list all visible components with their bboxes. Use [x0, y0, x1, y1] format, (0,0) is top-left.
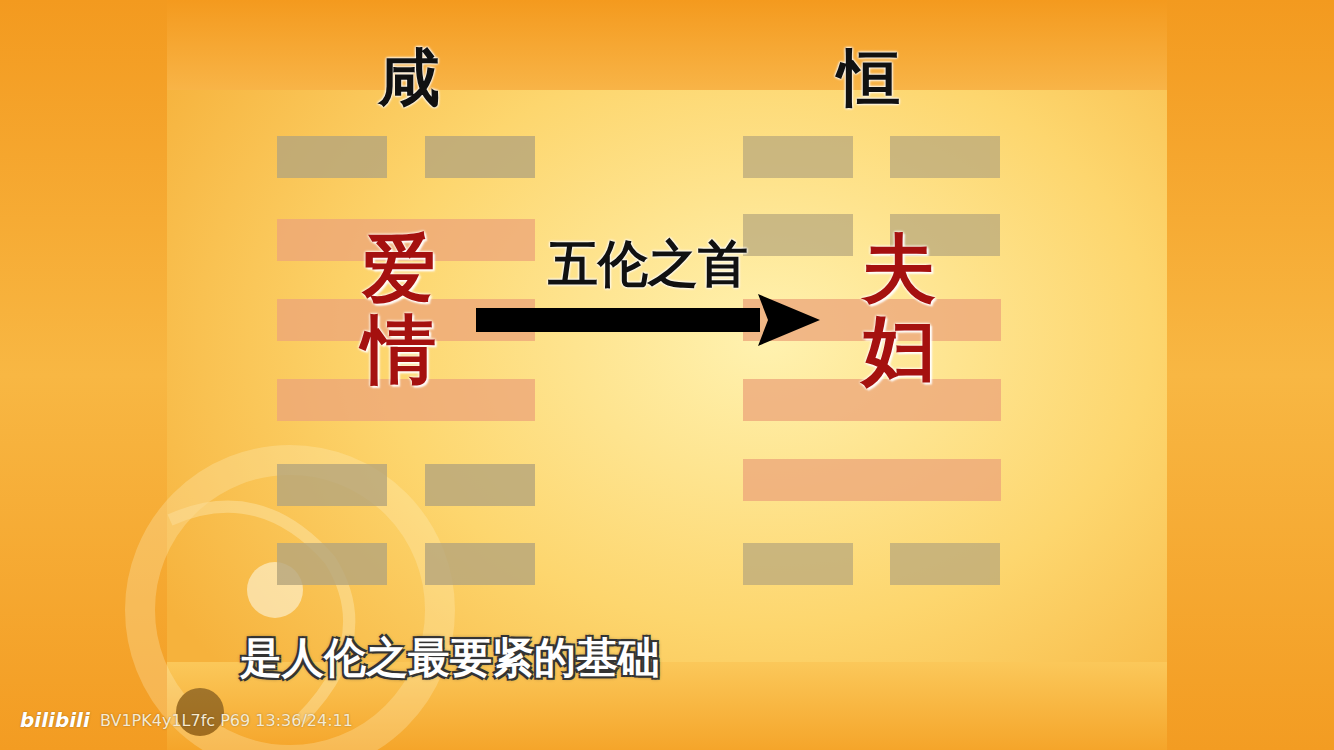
watermark-logo: bilibili [20, 708, 90, 732]
vertical-term: 夫妇 [820, 228, 966, 391]
hexagram-heng [743, 136, 1001, 585]
yin-yang [140, 460, 440, 750]
vertical-term: 爱情 [322, 228, 476, 391]
panel [167, 0, 1167, 750]
watermark-text: BV1PK4y1L7fc P69 13:36/24:11 [100, 711, 353, 730]
edge-label: 五伦之首 [548, 231, 748, 298]
hexagram-name: 咸 [378, 36, 440, 120]
top-band [167, 0, 1167, 90]
term-text: 爱情 [362, 228, 436, 391]
term-text: 夫妇 [862, 228, 936, 391]
arrow-connector [476, 294, 820, 346]
arrow-head [758, 294, 820, 346]
hexagram-xian [277, 136, 535, 585]
arrow-shaft [476, 308, 760, 332]
hexagram-name: 恒 [838, 36, 900, 120]
subtitle: 是人伦之最要紧的基础 [240, 630, 660, 686]
